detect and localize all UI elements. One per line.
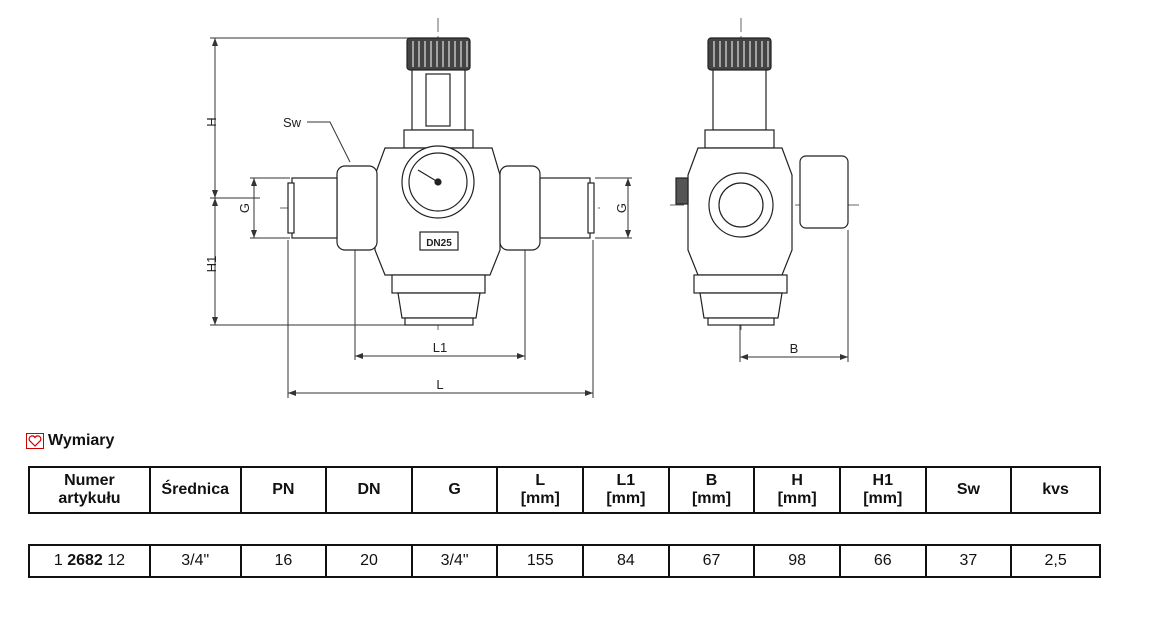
- table-spacer-row: [29, 512, 1100, 546]
- header-sw: Sw: [924, 466, 1013, 514]
- cell-h: 98: [753, 544, 841, 578]
- label-h: H: [204, 117, 219, 126]
- header-dn: DN: [325, 466, 413, 514]
- label-l1: L1: [433, 340, 447, 355]
- cell-h1: 66: [838, 544, 927, 578]
- header-b: B[mm]: [667, 466, 756, 514]
- section-title: Wymiary: [48, 432, 115, 449]
- label-sw: Sw: [283, 115, 302, 130]
- cell-kvs: 2,5: [1010, 544, 1101, 578]
- header-h: H[mm]: [753, 466, 841, 514]
- cell-pn: 16: [239, 544, 328, 578]
- section-header: Wymiary: [26, 432, 114, 450]
- cell-diameter: 3/4": [148, 544, 242, 578]
- valve-technical-drawing: H H1 G G Sw L1 L B DN25: [204, 18, 860, 398]
- cell-dn: 20: [325, 544, 413, 578]
- header-h1: H1[mm]: [838, 466, 927, 514]
- table-row: 1 2682 12 3/4" 16 20 3/4" 155 84 67 98 6…: [28, 544, 1101, 578]
- header-g: G: [410, 466, 499, 514]
- header-kvs: kvs: [1010, 466, 1101, 514]
- cell-l: 155: [496, 544, 585, 578]
- cell-b: 67: [667, 544, 756, 578]
- label-b: B: [790, 341, 799, 356]
- label-l: L: [436, 377, 443, 392]
- header-pn: PN: [239, 466, 328, 514]
- cell-article: 1 2682 12: [28, 544, 151, 578]
- header-l1: L1[mm]: [582, 466, 670, 514]
- label-h1: H1: [204, 256, 219, 273]
- label-dn: DN25: [426, 238, 452, 249]
- header-diameter: Średnica: [148, 466, 242, 514]
- label-g-left: G: [237, 203, 252, 213]
- cell-sw: 37: [924, 544, 1013, 578]
- header-l: L[mm]: [496, 466, 585, 514]
- heart-icon: [26, 433, 44, 449]
- cell-l1: 84: [582, 544, 670, 578]
- label-g-right: G: [614, 203, 629, 213]
- cell-g: 3/4": [410, 544, 499, 578]
